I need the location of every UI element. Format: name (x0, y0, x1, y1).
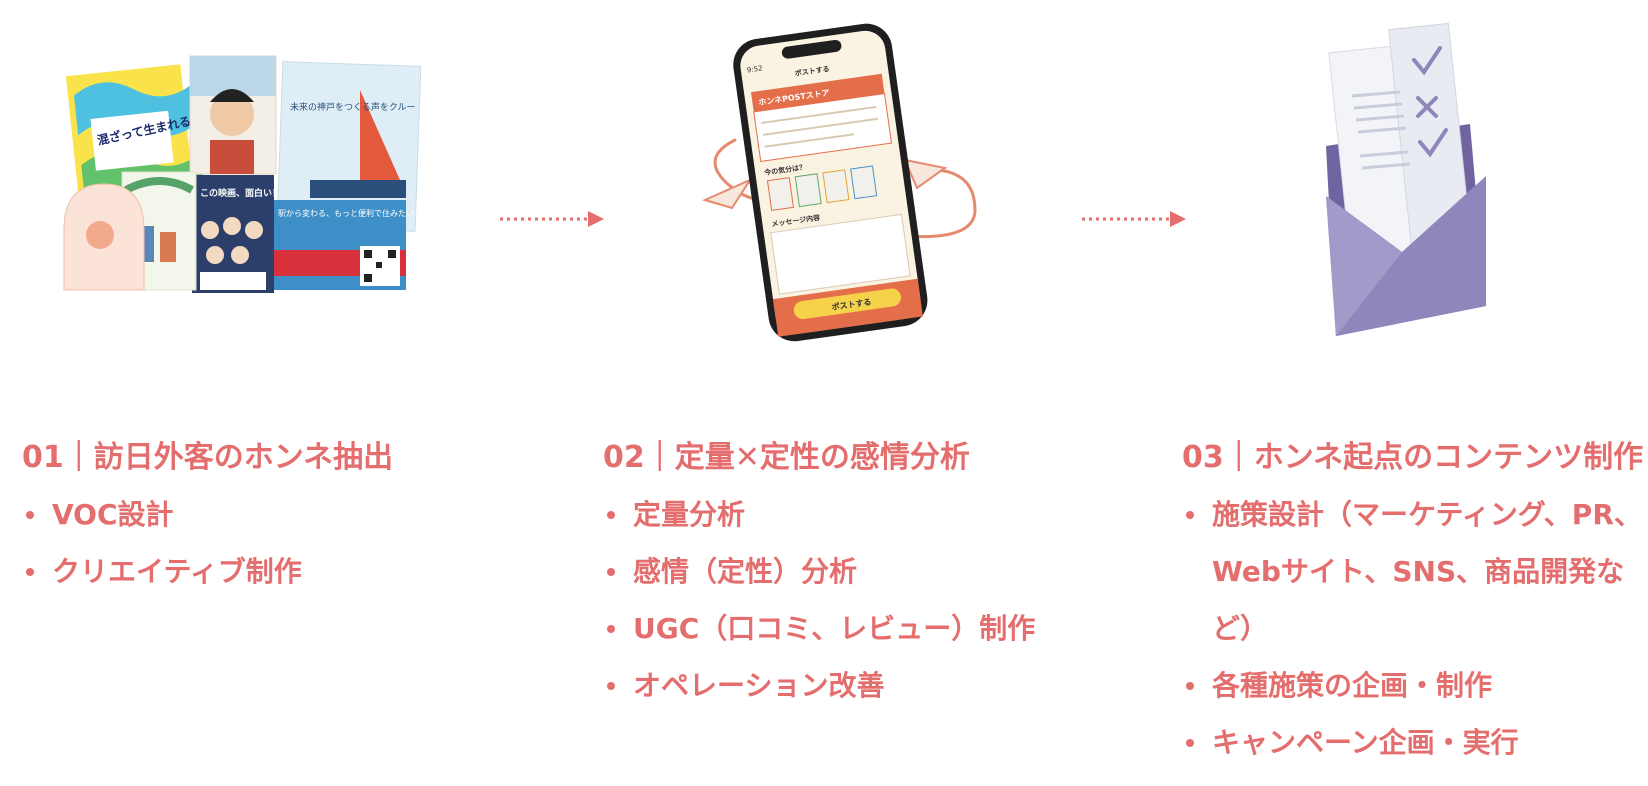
paper-plane-icon-2 (903, 158, 948, 190)
poster-d: この映画、面白い！ (192, 175, 281, 293)
step-arrow-2 (1082, 211, 1186, 227)
step-2-title: 02｜定量✕定性の感情分析 (603, 440, 970, 475)
poster-c-title: 未来の神戸をつくる声をクルー (290, 101, 416, 113)
step-1-title: 01｜訪日外客のホンネ抽出 (22, 440, 394, 475)
step-2-item: 感情（定性）分析 (603, 543, 1123, 600)
step-1-list: VOC設計 クリエイティブ制作 (22, 486, 522, 600)
step-3-item: キャンペーン企画・実行 (1182, 714, 1642, 771)
phone-status-time: 9:52 (746, 64, 763, 74)
check-icon-2 (1418, 128, 1448, 158)
step-2-item: UGC（口コミ、レビュー）制作 (603, 600, 1123, 657)
step-2-item: オペレーション改善 (603, 657, 1123, 714)
checklist-paper (1328, 22, 1473, 273)
envelope-checklist-illustration (1326, 22, 1486, 336)
check-icon (1412, 46, 1442, 76)
mood-stamps (766, 165, 878, 211)
poster-c: 未来の神戸をつくる声をクルー (276, 61, 422, 232)
poster-d-title: 駅から変わる、もっと便利で住みたいまちへ (278, 208, 430, 218)
step-1-item: VOC設計 (22, 486, 522, 543)
step-3-item: 各種施策の企画・制作 (1182, 657, 1642, 714)
paper-plane-icon (702, 177, 753, 210)
poster-collage-illustration: 混ざって生まれる新しい未来 未来の神戸をつくる声をクルー この映画、面白い！ 駅… (63, 55, 430, 293)
step-1: 01｜訪日外客のホンネ抽出 VOC設計 クリエイティブ制作 (22, 440, 522, 600)
poster-e: 駅から変わる、もっと便利で住みたいまちへ (274, 200, 430, 290)
step-3-item: 施策設計（マーケティング、PR、Webサイト、SNS、商品開発など） (1182, 486, 1642, 657)
step-3-title: 03｜ホンネ起点のコンテンツ制作 (1182, 440, 1644, 475)
step-arrow-1 (500, 211, 604, 227)
phone-illustration: 9:52 ポストする ホンネPOSTストア 今の気分は？ メッセージ内容 ポスト… (702, 23, 977, 342)
step-2: 02｜定量✕定性の感情分析 定量分析 感情（定性）分析 UGC（口コミ、レビュー… (603, 440, 1123, 714)
step-1-item: クリエイティブ制作 (22, 543, 522, 600)
phone-submit-button (793, 288, 901, 320)
cross-icon (1416, 96, 1438, 118)
step-3-list: 施策設計（マーケティング、PR、Webサイト、SNS、商品開発など） 各種施策の… (1182, 486, 1642, 771)
step-3: 03｜ホンネ起点のコンテンツ制作 施策設計（マーケティング、PR、Webサイト、… (1182, 440, 1644, 771)
poster-b (189, 55, 277, 175)
poster-g (63, 183, 145, 291)
step-2-list: 定量分析 感情（定性）分析 UGC（口コミ、レビュー）制作 オペレーション改善 (603, 486, 1123, 714)
poster-b-title: この映画、面白い！ (200, 187, 281, 199)
step-2-item: 定量分析 (603, 486, 1123, 543)
